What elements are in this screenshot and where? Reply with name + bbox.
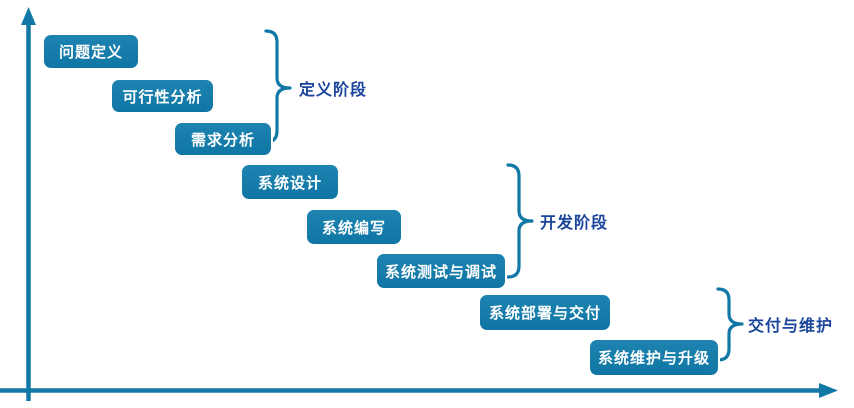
phase-label-2: 开发阶段 <box>540 215 609 232</box>
phase-label-3: 交付与维护 <box>748 318 834 335</box>
stage-label: 系统设计 <box>257 174 322 192</box>
phase-brace-2 <box>506 163 534 279</box>
x-axis-arrowhead-icon <box>819 383 838 398</box>
phase-brace-1 <box>264 29 292 144</box>
stage-label: 系统测试与调试 <box>384 263 497 281</box>
y-axis-arrowhead-icon <box>21 7 36 25</box>
stage-label: 系统部署与交付 <box>488 305 601 322</box>
stage-label: 可行性分析 <box>122 88 203 106</box>
stage-box-1: 问题定义 <box>42 33 140 70</box>
phase-brace-3 <box>716 287 744 362</box>
stage-box-5: 系统编写 <box>305 208 403 246</box>
stage-label: 系统维护与升级 <box>597 350 710 367</box>
stage-box-8: 系统维护与升级 <box>588 338 720 377</box>
stage-box-6: 系统测试与调试 <box>375 252 507 290</box>
stage-box-4: 系统设计 <box>240 163 340 201</box>
stage-box-7: 系统部署与交付 <box>478 293 612 332</box>
stage-box-2: 可行性分析 <box>110 78 215 114</box>
stage-label: 需求分析 <box>190 131 255 149</box>
stage-label: 系统编写 <box>321 219 386 237</box>
stage-label: 问题定义 <box>58 44 123 61</box>
phase-label-1: 定义阶段 <box>299 82 368 99</box>
stage-box-3: 需求分析 <box>173 121 273 157</box>
